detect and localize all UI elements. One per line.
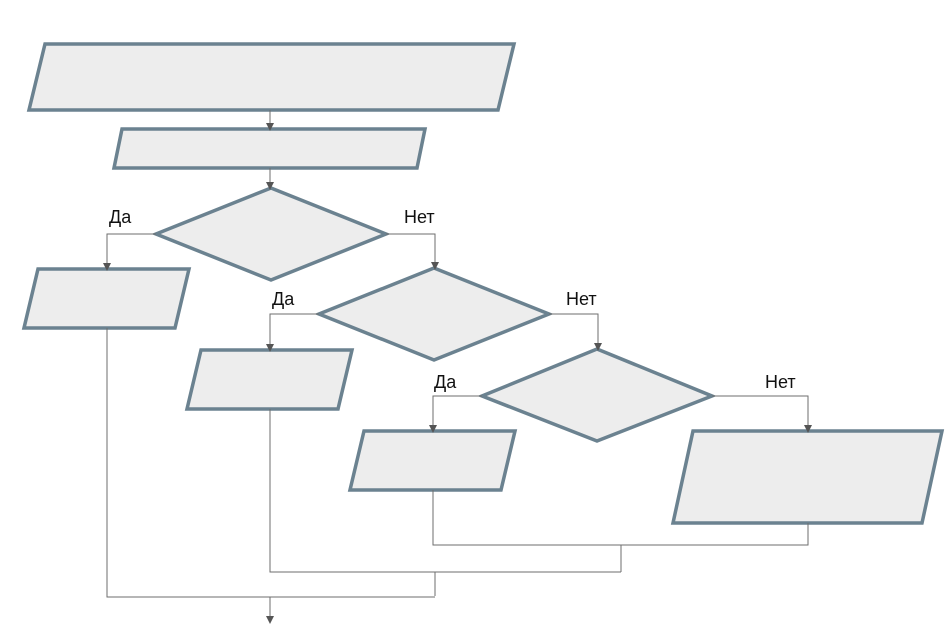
merge-line-level-1 xyxy=(106,328,435,598)
label-no-3: Нет xyxy=(765,372,796,392)
connector-decision-1-no xyxy=(386,233,439,270)
output-block-3 xyxy=(347,429,518,492)
decision-1 xyxy=(151,186,391,282)
connector-decision-1-yes xyxy=(103,233,156,271)
connector-decision-2-yes xyxy=(266,313,319,352)
decision-2 xyxy=(314,266,554,362)
output-block-1 xyxy=(21,267,192,330)
label-yes-2: Да xyxy=(272,289,295,309)
decision-3 xyxy=(477,347,717,443)
connectors xyxy=(103,110,812,624)
connector-decision-2-no xyxy=(549,313,602,351)
connector-decision-3-yes xyxy=(429,395,482,433)
label-no-1: Нет xyxy=(404,207,435,227)
output-block-4 xyxy=(670,429,945,525)
label-no-2: Нет xyxy=(566,289,597,309)
output-block-2 xyxy=(184,348,355,411)
connector-decision-3-no xyxy=(712,395,812,433)
label-yes-3: Да xyxy=(434,372,457,392)
merge-line-level-2 xyxy=(269,409,621,573)
process-block xyxy=(111,127,428,170)
label-yes-1: Да xyxy=(109,207,132,227)
input-block-top xyxy=(26,42,517,112)
